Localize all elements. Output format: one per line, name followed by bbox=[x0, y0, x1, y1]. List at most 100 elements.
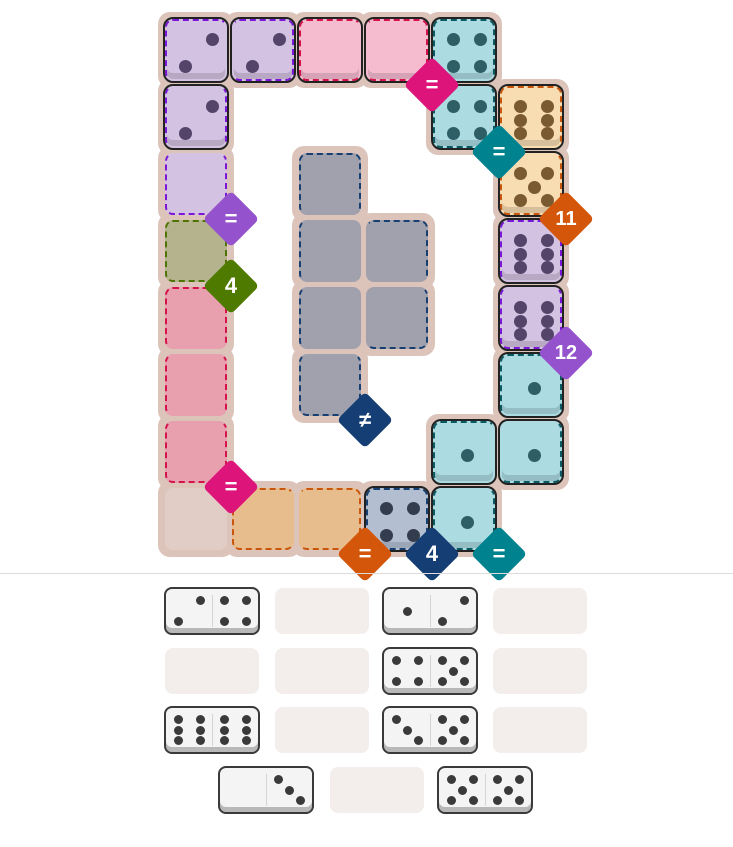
pip bbox=[541, 194, 554, 207]
board-cell-h[interactable] bbox=[366, 220, 428, 282]
empty-tray-slot bbox=[165, 648, 259, 694]
tray-domino[interactable] bbox=[164, 587, 260, 635]
domino-divider bbox=[430, 714, 431, 746]
pip bbox=[514, 247, 527, 261]
board-cell-a[interactable] bbox=[163, 84, 229, 150]
pip bbox=[174, 725, 183, 735]
domino-divider bbox=[212, 714, 213, 746]
pip bbox=[414, 656, 423, 665]
tray-domino[interactable] bbox=[382, 647, 478, 695]
pip bbox=[403, 606, 412, 616]
pip bbox=[514, 194, 527, 207]
empty-tray-slot bbox=[493, 707, 587, 753]
pip bbox=[515, 775, 524, 784]
pip bbox=[460, 736, 469, 745]
pip bbox=[438, 617, 447, 626]
pip bbox=[493, 796, 502, 805]
pip bbox=[541, 247, 554, 261]
pip bbox=[514, 127, 527, 140]
pip bbox=[514, 301, 527, 314]
constraint-label: = bbox=[492, 139, 506, 164]
pip bbox=[541, 314, 554, 328]
pip bbox=[541, 167, 554, 180]
board-cell-a[interactable] bbox=[163, 17, 229, 83]
pip bbox=[527, 448, 541, 462]
pip bbox=[541, 113, 554, 127]
pip bbox=[438, 736, 447, 745]
pip bbox=[273, 33, 286, 46]
pip bbox=[380, 529, 393, 542]
board-cell-a[interactable] bbox=[230, 17, 296, 83]
domino-divider bbox=[430, 655, 431, 687]
pip bbox=[447, 796, 456, 805]
pip bbox=[196, 715, 205, 724]
board-cell-h[interactable] bbox=[366, 287, 428, 349]
pip bbox=[460, 677, 469, 686]
board-cell-h[interactable] bbox=[299, 153, 361, 215]
domino-divider bbox=[212, 595, 213, 627]
pip bbox=[449, 666, 458, 676]
pip bbox=[469, 796, 478, 805]
pip bbox=[460, 596, 469, 605]
pip bbox=[438, 715, 447, 724]
pip bbox=[515, 796, 524, 805]
pip bbox=[403, 725, 412, 735]
pip bbox=[438, 656, 447, 665]
board-cell-d[interactable] bbox=[498, 151, 564, 217]
tray-domino[interactable] bbox=[164, 706, 260, 754]
pip bbox=[274, 775, 283, 784]
empty-tray-slot bbox=[330, 767, 424, 813]
pip bbox=[541, 127, 554, 140]
empty-tray-slot bbox=[275, 648, 369, 694]
pip bbox=[220, 736, 229, 745]
pip bbox=[541, 261, 554, 274]
pip bbox=[296, 796, 305, 805]
pip bbox=[447, 775, 456, 784]
pip bbox=[514, 100, 527, 113]
board-cell-h[interactable] bbox=[299, 220, 361, 282]
pip bbox=[242, 736, 251, 745]
tray-domino[interactable] bbox=[382, 706, 478, 754]
pip bbox=[474, 100, 487, 113]
pip bbox=[220, 725, 229, 735]
pip bbox=[449, 725, 458, 735]
pip bbox=[392, 656, 401, 665]
board-cell-g[interactable] bbox=[165, 287, 227, 349]
tray-domino[interactable] bbox=[437, 766, 533, 814]
board-cell-i[interactable] bbox=[431, 419, 497, 485]
constraint-label: = bbox=[358, 541, 372, 566]
pip bbox=[460, 656, 469, 665]
pip bbox=[392, 677, 401, 686]
board-cell-i[interactable] bbox=[498, 419, 564, 485]
pip bbox=[541, 100, 554, 113]
pip bbox=[414, 677, 423, 686]
constraint-label: = bbox=[492, 541, 506, 566]
pip bbox=[407, 502, 420, 515]
board-cell-h[interactable] bbox=[299, 287, 361, 349]
board-cell-g[interactable] bbox=[165, 354, 227, 416]
pip bbox=[514, 167, 527, 180]
pip bbox=[460, 715, 469, 724]
pip bbox=[514, 234, 527, 247]
pip bbox=[220, 596, 229, 605]
pip bbox=[447, 127, 460, 140]
constraint-label: ≠ bbox=[358, 407, 372, 432]
tray-domino[interactable] bbox=[218, 766, 314, 814]
pip bbox=[242, 617, 251, 626]
pip bbox=[514, 261, 527, 274]
pip bbox=[220, 617, 229, 626]
constraint-label: = bbox=[224, 474, 238, 499]
pip bbox=[196, 736, 205, 745]
pip bbox=[527, 180, 541, 194]
empty-tray-slot bbox=[493, 588, 587, 634]
pip bbox=[469, 775, 478, 784]
pip bbox=[460, 515, 474, 529]
pip bbox=[527, 381, 541, 395]
board-cell-h[interactable] bbox=[299, 354, 361, 416]
tray-domino[interactable] bbox=[382, 587, 478, 635]
constraint-label: = bbox=[224, 206, 238, 231]
board-cell-b[interactable] bbox=[297, 17, 363, 83]
pip bbox=[206, 100, 219, 113]
pip bbox=[447, 100, 460, 113]
